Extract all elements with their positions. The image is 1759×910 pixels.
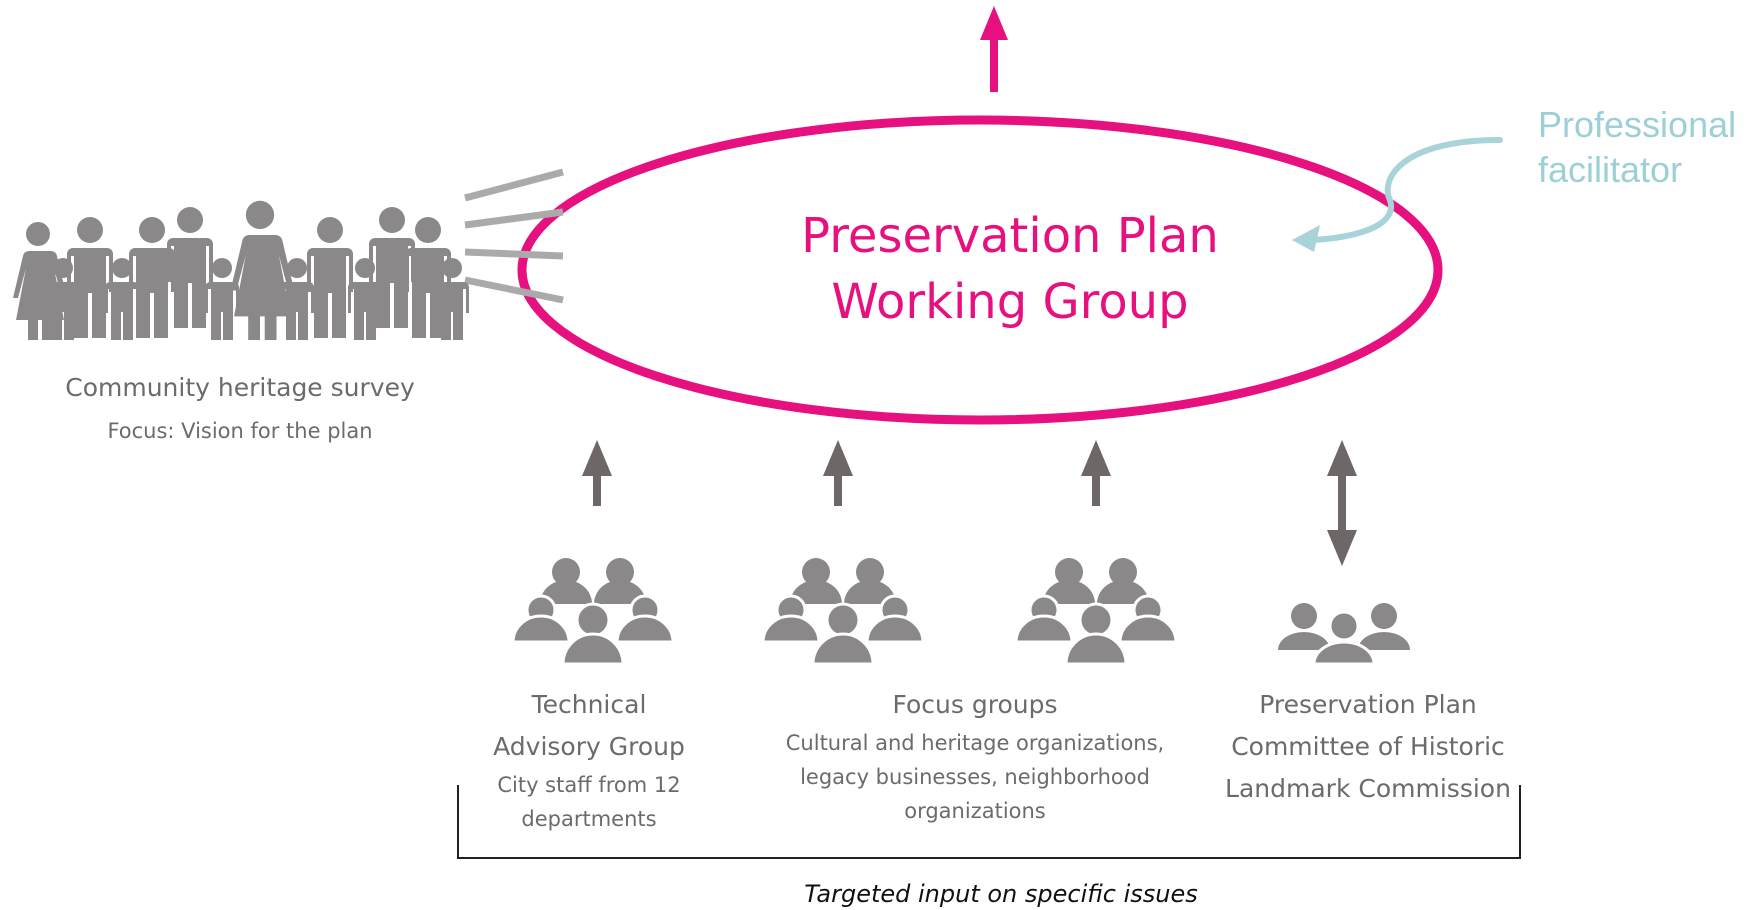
focus-title: Focus groups bbox=[892, 690, 1058, 719]
focus-sub-line1: Cultural and heritage organizations, bbox=[785, 731, 1165, 755]
community-subtitle: Focus: Vision for the plan bbox=[107, 419, 373, 443]
arrow-committee-bidirectional bbox=[1327, 440, 1357, 566]
people-small-group-icon bbox=[1276, 601, 1412, 666]
technical-sub-line1: City staff from 12 bbox=[497, 773, 681, 797]
input-bracket bbox=[457, 785, 1521, 859]
technical-title-line2: Advisory Group bbox=[493, 732, 685, 761]
facilitator-arrow bbox=[1292, 137, 1503, 252]
community-title: Community heritage survey bbox=[65, 373, 415, 402]
committee-title-line2: Committee of Historic bbox=[1231, 732, 1505, 761]
people-group-icon bbox=[511, 556, 675, 666]
facilitator-line2: facilitator bbox=[1538, 149, 1683, 190]
working-group-ellipse bbox=[517, 115, 1443, 425]
targeted-input-caption: Targeted input on specific issues bbox=[804, 880, 1198, 908]
input-arrows bbox=[582, 440, 1357, 566]
people-group-icon bbox=[761, 556, 925, 666]
focus-sub-line2: legacy businesses, neighborhood bbox=[800, 765, 1150, 789]
focus-sub-line3: organizations bbox=[904, 799, 1046, 823]
arrow-technical bbox=[582, 440, 612, 506]
arrow-focus-1 bbox=[823, 440, 853, 506]
committee-title-line1: Preservation Plan bbox=[1259, 690, 1477, 719]
committee-title-line3: Landmark Commission bbox=[1225, 774, 1511, 803]
people-group-icon bbox=[1014, 556, 1178, 666]
working-group-title-line2: Working Group bbox=[831, 274, 1189, 330]
technical-title-line1: Technical bbox=[531, 690, 647, 719]
technical-advisory-label: Technical Advisory Group City staff from… bbox=[448, 684, 730, 836]
output-arrow bbox=[980, 6, 1008, 92]
survey-rays bbox=[464, 168, 564, 304]
arrow-focus-2 bbox=[1081, 440, 1111, 506]
facilitator-label: Professional facilitator bbox=[1538, 102, 1736, 192]
technical-sub-line2: departments bbox=[521, 807, 657, 831]
focus-groups-label: Focus groups Cultural and heritage organ… bbox=[755, 684, 1195, 828]
facilitator-line1: Professional bbox=[1538, 104, 1737, 145]
working-group-title-line1: Preservation Plan bbox=[801, 208, 1219, 264]
family-crowd-icon bbox=[13, 200, 469, 340]
committee-label: Preservation Plan Committee of Historic … bbox=[1198, 684, 1538, 810]
